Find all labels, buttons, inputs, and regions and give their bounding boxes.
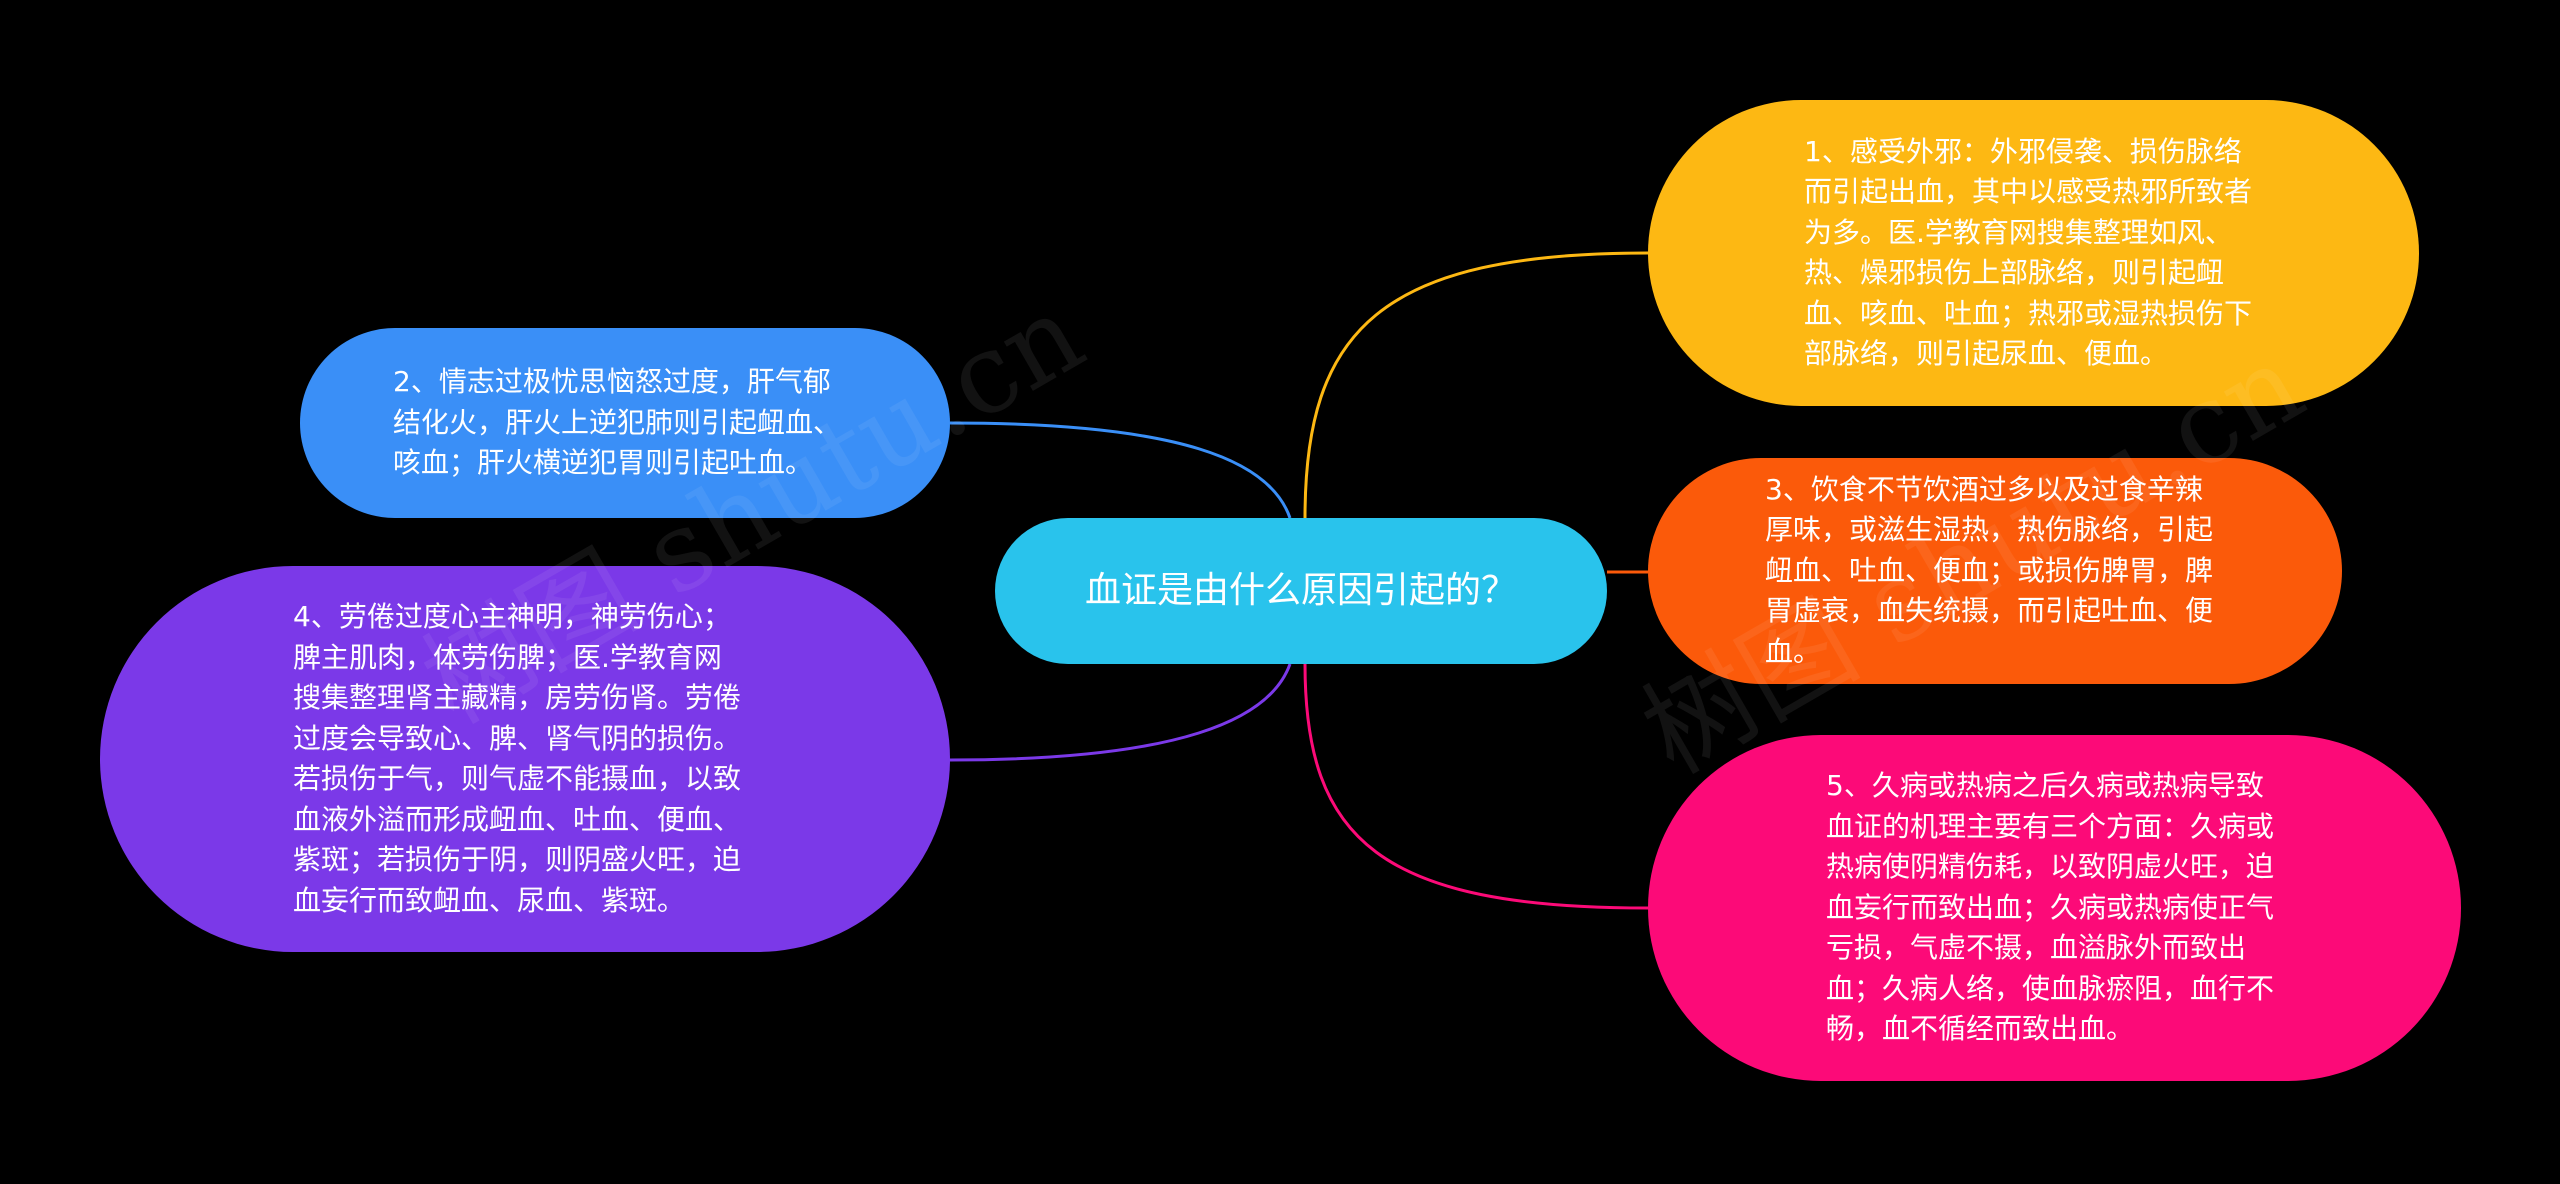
link-node-5 <box>1303 663 1649 910</box>
topic-node-3-label: 3、饮食不节饮酒过多以及过食辛辣厚味，或滋生湿热，热伤脉络，引起衄血、吐血、便血… <box>1765 472 2214 668</box>
topic-node-1-label: 1、感受外邪：外邪侵袭、损伤脉络而引起出血，其中以感受热邪所致者为多。医.学教育… <box>1804 134 2253 371</box>
topic-node-2-label: 2、情志过极忧思恼怒过度，肝气郁结化火，肝火上逆犯肺则引起衄血、咳血；肝火横逆犯… <box>393 365 842 480</box>
link-node-2 <box>949 421 1292 519</box>
topic-node-5[interactable]: 5、久病或热病之后久病或热病导致血证的机理主要有三个方面：久病或热病使阴精伤耗，… <box>1648 735 2461 1081</box>
topic-node-2[interactable]: 2、情志过极忧思恼怒过度，肝气郁结化火，肝火上逆犯肺则引起衄血、咳血；肝火横逆犯… <box>300 328 950 518</box>
topic-node-3[interactable]: 3、饮食不节饮酒过多以及过食辛辣厚味，或滋生湿热，热伤脉络，引起衄血、吐血、便血… <box>1648 458 2342 684</box>
link-node-1 <box>1303 251 1649 519</box>
topic-node-4-label: 4、劳倦过度心主神明，神劳伤心；脾主肌肉，体劳伤脾；医.学教育网搜集整理肾主藏精… <box>293 600 742 917</box>
link-node-4 <box>949 663 1292 762</box>
central-topic-label: 血证是由什么原因引起的？ <box>1084 570 1517 611</box>
topic-node-1[interactable]: 1、感受外邪：外邪侵袭、损伤脉络而引起出血，其中以感受热邪所致者为多。医.学教育… <box>1648 100 2419 406</box>
topic-node-4[interactable]: 4、劳倦过度心主神明，神劳伤心；脾主肌肉，体劳伤脾；医.学教育网搜集整理肾主藏精… <box>100 566 950 952</box>
central-topic[interactable]: 血证是由什么原因引起的？ <box>995 518 1607 664</box>
topic-node-5-label: 5、久病或热病之后久病或热病导致血证的机理主要有三个方面：久病或热病使阴精伤耗，… <box>1826 769 2275 1046</box>
